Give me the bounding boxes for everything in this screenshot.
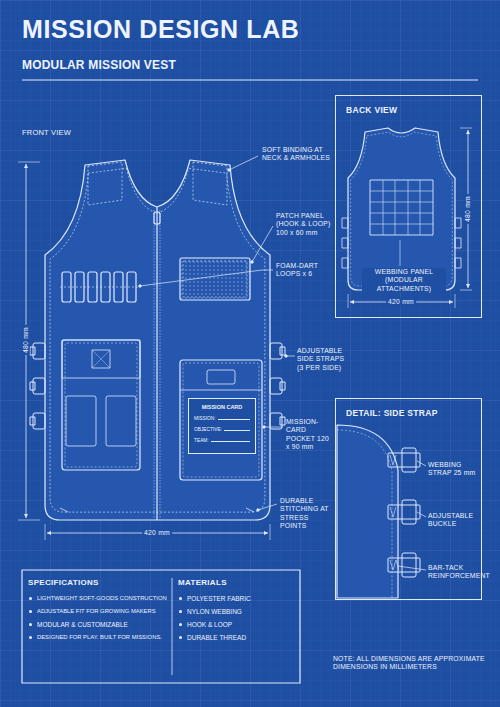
list-item: ADJUSTABLE FIT FOR GROWING MAKERS (28, 605, 168, 618)
callout-label: MISSION-CARD POCKET 120 x 90 mm (286, 418, 332, 452)
list-item: HOOK & LOOP (178, 618, 296, 631)
subtitle: MODULAR MISSION VEST (22, 58, 176, 73)
callout-label: WEBBING STRAP 25 mm (428, 461, 478, 478)
panel-heading: BACK VIEW (346, 105, 397, 115)
dimension-label: 420 mm (386, 298, 416, 306)
list-item: NYLON WEBBING (178, 605, 296, 618)
dimension-label: 480 mm (22, 325, 30, 355)
list-item: POLYESTER FABRIC (178, 592, 296, 605)
card-field: OBJECTIVE: (194, 427, 250, 432)
list-heading: MATERIALS (178, 578, 296, 587)
field-label: TEAM: (194, 438, 209, 443)
field-line (218, 419, 250, 420)
list-item: DURABLE THREAD (178, 631, 296, 644)
card-field: MISSION: (194, 416, 250, 421)
page-title: MISSION DESIGN LAB (22, 14, 300, 45)
specifications-list: SPECIFICATIONS LIGHTWEIGHT SOFT-GOODS CON… (28, 578, 168, 644)
field-line (224, 430, 250, 431)
callout-label: FOAM-DART LOOPS x 6 (276, 262, 332, 279)
callout-label: BAR-TACK REINFORCEMENT (428, 564, 480, 581)
list-item: DESIGNED FOR PLAY. BUILT FOR MISSIONS. (28, 631, 168, 644)
mission-card: MISSION CARD MISSION: OBJECTIVE: TEAM: (188, 398, 256, 454)
card-heading: MISSION CARD (194, 404, 250, 410)
callout-label: PATCH PANEL (HOOK & LOOP) 100 x 60 mm (276, 212, 338, 237)
dimension-label: 480 mm (464, 194, 472, 224)
list-item: LIGHTWEIGHT SOFT-GOODS CONSTRUCTION (28, 592, 168, 605)
card-field: TEAM: (194, 438, 250, 443)
field-label: MISSION: (194, 416, 216, 421)
callout-label: ADJUSTABLE BUCKLE (428, 512, 478, 529)
list-heading: SPECIFICATIONS (28, 578, 168, 587)
callout-label: DURABLE STITCHING AT STRESS POINTS (280, 497, 336, 531)
dimension-label: 420 mm (142, 529, 172, 537)
field-label: OBJECTIVE: (194, 427, 222, 432)
materials-list: MATERIALS POLYESTER FABRICNYLON WEBBINGHO… (178, 578, 296, 644)
panel-heading: DETAIL: SIDE STRAP (346, 408, 438, 418)
view-label: FRONT VIEW (22, 128, 71, 137)
callout-label: SOFT BINDING AT NECK & ARMHOLES (262, 146, 334, 163)
callout-label: ADJUSTABLE SIDE STRAPS (3 PER SIDE) (297, 347, 349, 372)
list-item: MODULAR & CUSTOMIZABLE (28, 618, 168, 631)
callout-label: WEBBING PANEL (MODULAR ATTACHMENTS) (362, 268, 446, 293)
field-line (211, 441, 250, 442)
note-text: NOTE: ALL DIMENSIONS ARE APPROXIMATE DIM… (333, 655, 493, 672)
